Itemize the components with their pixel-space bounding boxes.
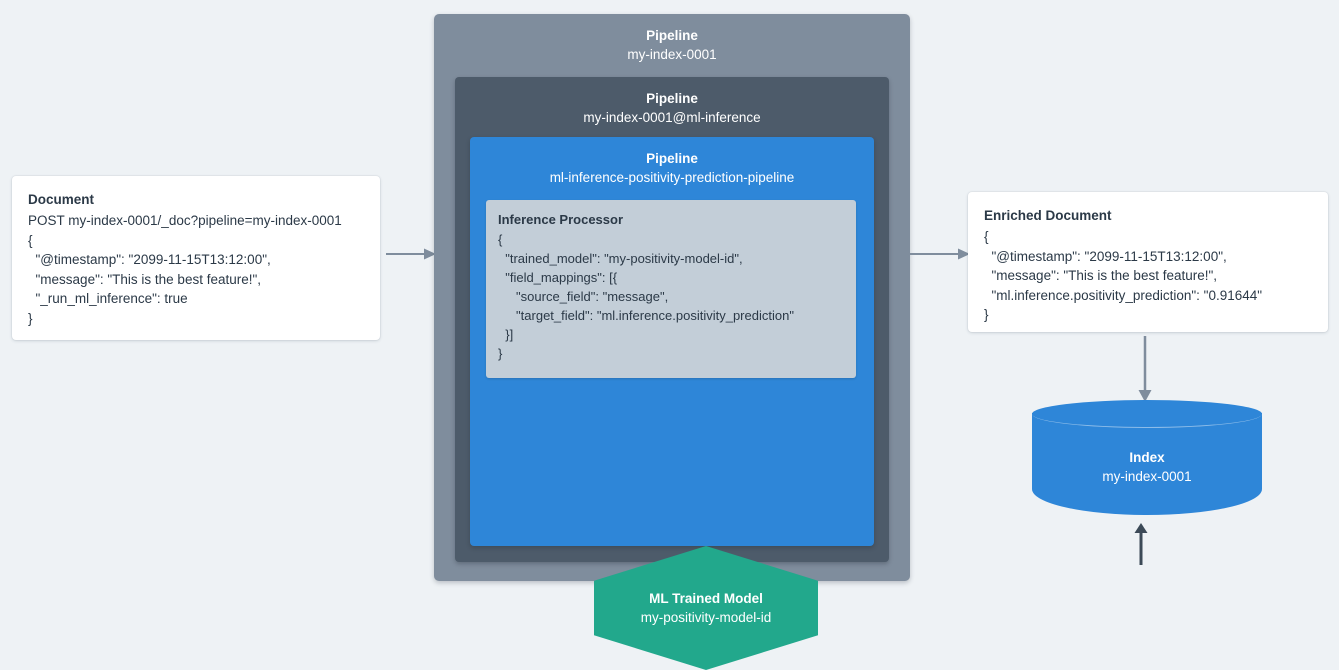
ml-trained-model-name: my-positivity-model-id [640, 609, 772, 625]
pipeline-outer: Pipeline my-index-0001 Pipeline my-index… [434, 14, 1148, 670]
pipeline-outer-header: Pipeline my-index-0001 [434, 14, 910, 65]
inference-processor-line: { [498, 232, 503, 247]
ml-trained-model-node: ML Trained Model my-positivity-model-id [594, 546, 818, 670]
pipeline-outer-label: Pipeline [646, 28, 698, 43]
inference-processor-line: } [498, 346, 503, 361]
enriched-document-line: } [984, 307, 989, 322]
pipeline-middle: Pipeline my-index-0001@ml-inference Pipe… [455, 77, 1148, 670]
pipeline-inner: Pipeline ml-inference-positivity-predict… [470, 137, 1148, 670]
index-text: Index my-index-0001 [1032, 448, 1262, 487]
ml-trained-model-label: ML Trained Model [649, 590, 763, 606]
enriched-document-line: "message": "This is the best feature!", [984, 268, 1218, 283]
index-cylinder: Index my-index-0001 [1032, 400, 1262, 528]
arrow-pipeline-to-enriched-icon [910, 245, 970, 263]
inference-processor-title: Inference Processor [498, 212, 624, 227]
inference-processor-line: "field_mappings": [{ [498, 270, 618, 285]
enriched-document-title: Enriched Document [984, 208, 1112, 223]
inference-processor-line: "source_field": "message", [498, 289, 669, 304]
enriched-document-line: "@timestamp": "2099-11-15T13:12:00", [984, 248, 1227, 264]
document-line: { [28, 232, 33, 248]
pipeline-inner-header: Pipeline ml-inference-positivity-predict… [470, 137, 874, 188]
arrow-model-to-processor-icon [1132, 523, 1150, 565]
document-line: "_run_ml_inference": true [28, 291, 188, 306]
enriched-document-card: Enriched Document { "@timestamp": "2099-… [968, 192, 1328, 332]
pipeline-middle-header: Pipeline my-index-0001@ml-inference [455, 77, 889, 128]
pipeline-inner-label: Pipeline [646, 151, 698, 166]
enriched-document-line: { [984, 229, 989, 244]
pipeline-inner-name: ml-inference-positivity-prediction-pipel… [549, 170, 795, 185]
inference-processor-line: }] [498, 327, 514, 342]
document-card: Document POST my-index-0001/_doc?pipelin… [12, 176, 380, 340]
document-line: } [28, 310, 33, 326]
document-line: "message": "This is the best feature!", [28, 271, 262, 287]
index-name: my-index-0001 [1102, 469, 1192, 484]
pipeline-outer-name: my-index-0001 [627, 47, 717, 62]
cylinder-body [1032, 413, 1262, 515]
pipeline-middle-label: Pipeline [646, 91, 698, 106]
document-title: Document [28, 192, 95, 207]
enriched-document-line: "ml.inference.positivity_prediction": "0… [984, 287, 1263, 303]
document-line: POST my-index-0001/_doc?pipeline=my-inde… [28, 213, 342, 228]
arrow-enriched-to-index-icon [1136, 336, 1154, 402]
inference-processor-panel: Inference Processor { "trained_model": "… [486, 200, 856, 378]
inference-processor-line: "trained_model": "my-positivity-model-id… [498, 251, 743, 266]
index-label: Index [1129, 450, 1165, 465]
arrow-document-to-pipeline-icon [386, 245, 436, 263]
document-line: "@timestamp": "2099-11-15T13:12:00", [28, 252, 271, 267]
ml-trained-model-text: ML Trained Model my-positivity-model-id [594, 546, 818, 670]
inference-processor-line: "target_field": "ml.inference.positivity… [498, 308, 794, 323]
pipeline-middle-name: my-index-0001@ml-inference [583, 110, 761, 125]
cylinder-top-ellipse [1032, 400, 1262, 428]
